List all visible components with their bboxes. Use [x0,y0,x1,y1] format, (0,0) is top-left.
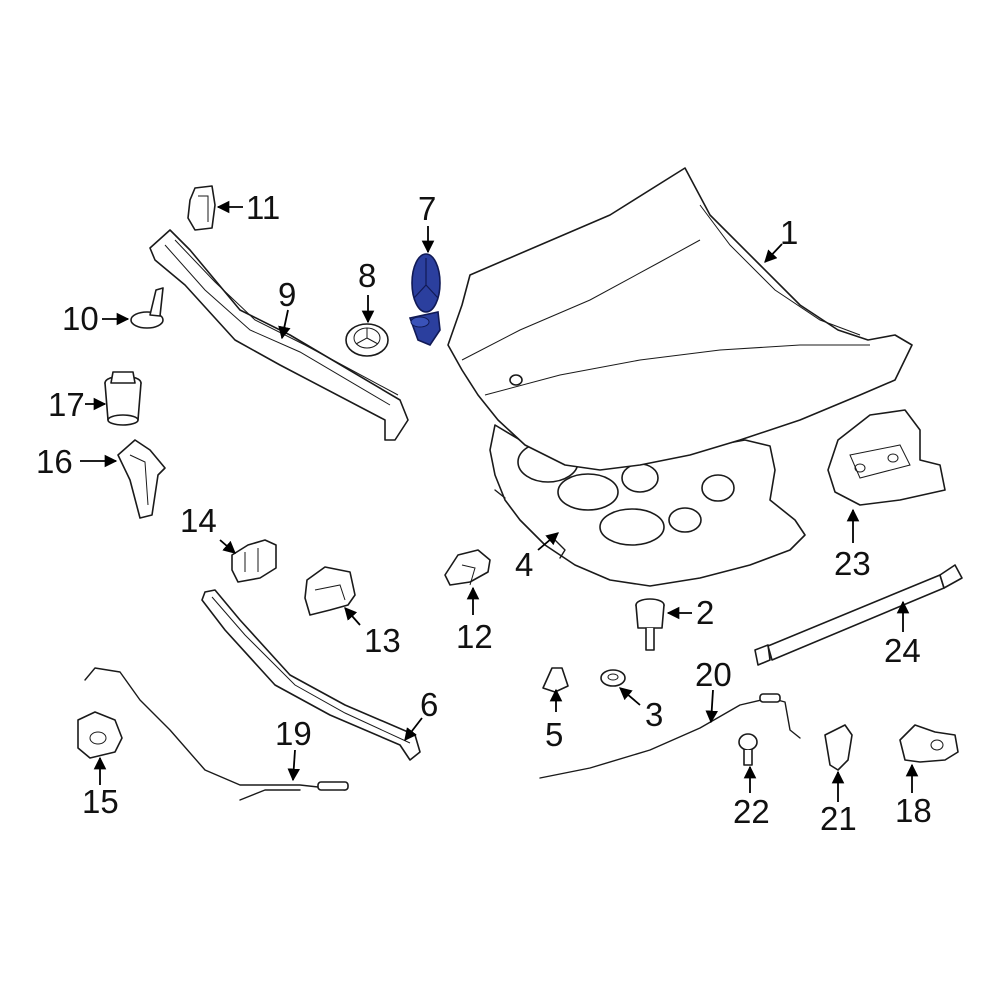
callout-6: 6 [420,686,438,723]
part-17-buffer[interactable] [104,371,142,426]
callout-2: 2 [696,594,714,631]
part-15-lock[interactable] [77,711,123,759]
part-2-bumper[interactable] [635,598,665,651]
leader-3 [619,687,641,706]
leader-4 [537,532,559,551]
callout-18: 18 [895,792,932,829]
callout-17: 17 [48,386,85,423]
callout-21: 21 [820,800,857,837]
part-1-hood[interactable] [447,167,913,471]
callout-7: 7 [418,190,436,227]
part-20-release-cable[interactable] [539,693,801,779]
callout-8: 8 [358,257,376,294]
part-13-latch[interactable] [304,566,356,616]
callout-15: 15 [82,783,119,820]
part-7-emblem-highlighted[interactable] [408,253,441,346]
callout-12: 12 [456,618,493,655]
leader-19 [287,749,301,782]
callout-1: 1 [780,214,798,251]
callout-23: 23 [834,545,871,582]
callout-4: 4 [515,546,533,583]
callout-5: 5 [545,716,563,753]
leader-20 [705,689,718,724]
part-19-cable[interactable] [84,667,349,801]
part-14-bracket[interactable] [231,539,277,583]
callout-labels: 1 2 3 4 5 6 7 8 9 10 11 12 13 14 15 16 1… [36,189,932,837]
callout-24: 24 [884,632,921,669]
callout-16: 16 [36,443,73,480]
part-22-clip[interactable] [738,733,758,766]
callout-22: 22 [733,793,770,830]
part-10-push-pin[interactable] [130,287,164,329]
part-5-clip[interactable] [542,667,569,693]
callout-20: 20 [695,656,732,693]
callout-11: 11 [246,189,280,226]
part-23-hood-latch[interactable] [827,409,946,506]
callout-14: 14 [180,502,217,539]
part-24-gas-strut[interactable] [754,564,963,666]
part-18-release-handle[interactable] [899,724,959,763]
leader-13 [344,607,361,626]
part-16-bracket[interactable] [117,439,166,519]
part-12-clip[interactable] [444,549,491,586]
part-8-emblem[interactable] [345,323,389,357]
callout-9: 9 [278,276,296,313]
part-21-bracket[interactable] [824,724,853,771]
callout-3: 3 [645,696,663,733]
callout-10: 10 [62,300,99,337]
leader-6 [404,717,423,741]
leader-arrows [80,200,919,802]
callout-13: 13 [364,622,401,659]
leader-1 [764,243,783,263]
part-3-grommet[interactable] [600,669,626,687]
part-11-clip[interactable] [187,185,216,231]
leader-9 [278,309,291,340]
leader-14 [219,539,236,554]
part-6-weatherstrip[interactable] [201,589,421,761]
callout-19: 19 [275,715,312,752]
